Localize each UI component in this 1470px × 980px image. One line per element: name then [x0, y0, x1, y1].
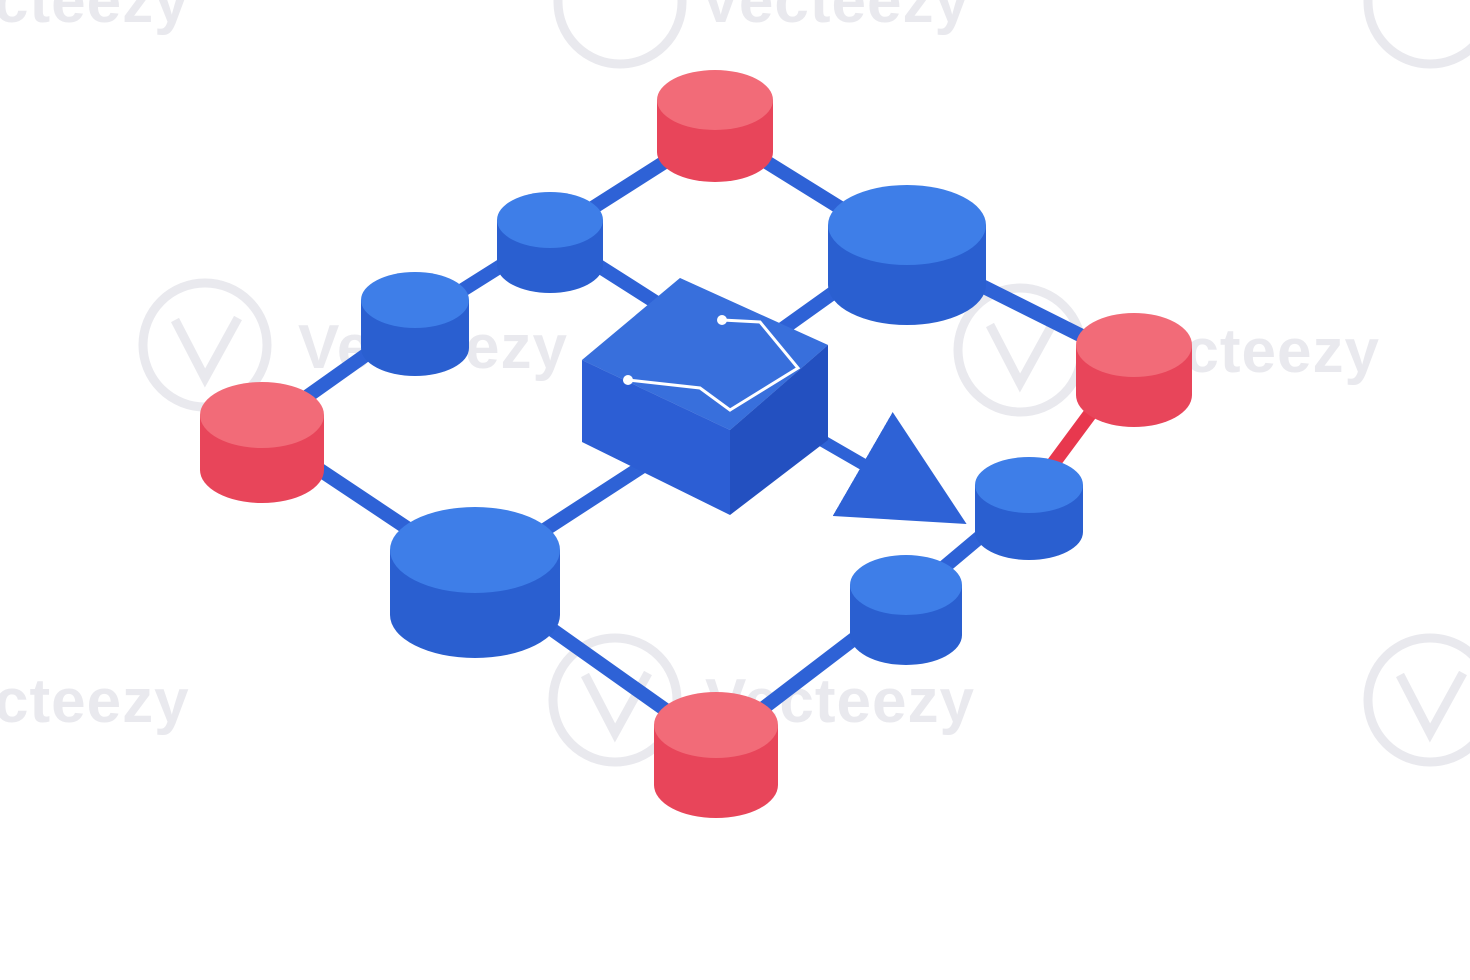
blue-node: [497, 192, 603, 293]
cube-top: [582, 278, 828, 430]
vecteezy-logo-icon: [1363, 0, 1470, 69]
red-node: [200, 382, 324, 503]
nodes: [200, 70, 1192, 818]
red-node: [657, 70, 773, 182]
blue-node: [850, 555, 962, 665]
cube-front: [582, 360, 730, 515]
blue-node: [975, 457, 1083, 560]
vecteezy-logo-icon: [553, 0, 687, 69]
circuit-node: [717, 315, 727, 325]
cube-side: [730, 345, 828, 515]
circuit-trace: [626, 318, 801, 412]
blue-node: [361, 272, 469, 376]
processor-cube-icon: [582, 278, 828, 515]
vecteezy-logo-icon: [1363, 633, 1470, 767]
blue-node-large: [828, 185, 986, 325]
watermark-text-fragment: cteezy: [0, 0, 190, 36]
red-node: [1076, 313, 1192, 427]
watermark-text-fragment: Vecteezy: [700, 0, 970, 36]
red-node: [654, 692, 778, 818]
blue-node-large: [390, 507, 560, 658]
circuit-node: [623, 375, 633, 385]
watermark-text-fragment: cteezy: [0, 667, 190, 736]
